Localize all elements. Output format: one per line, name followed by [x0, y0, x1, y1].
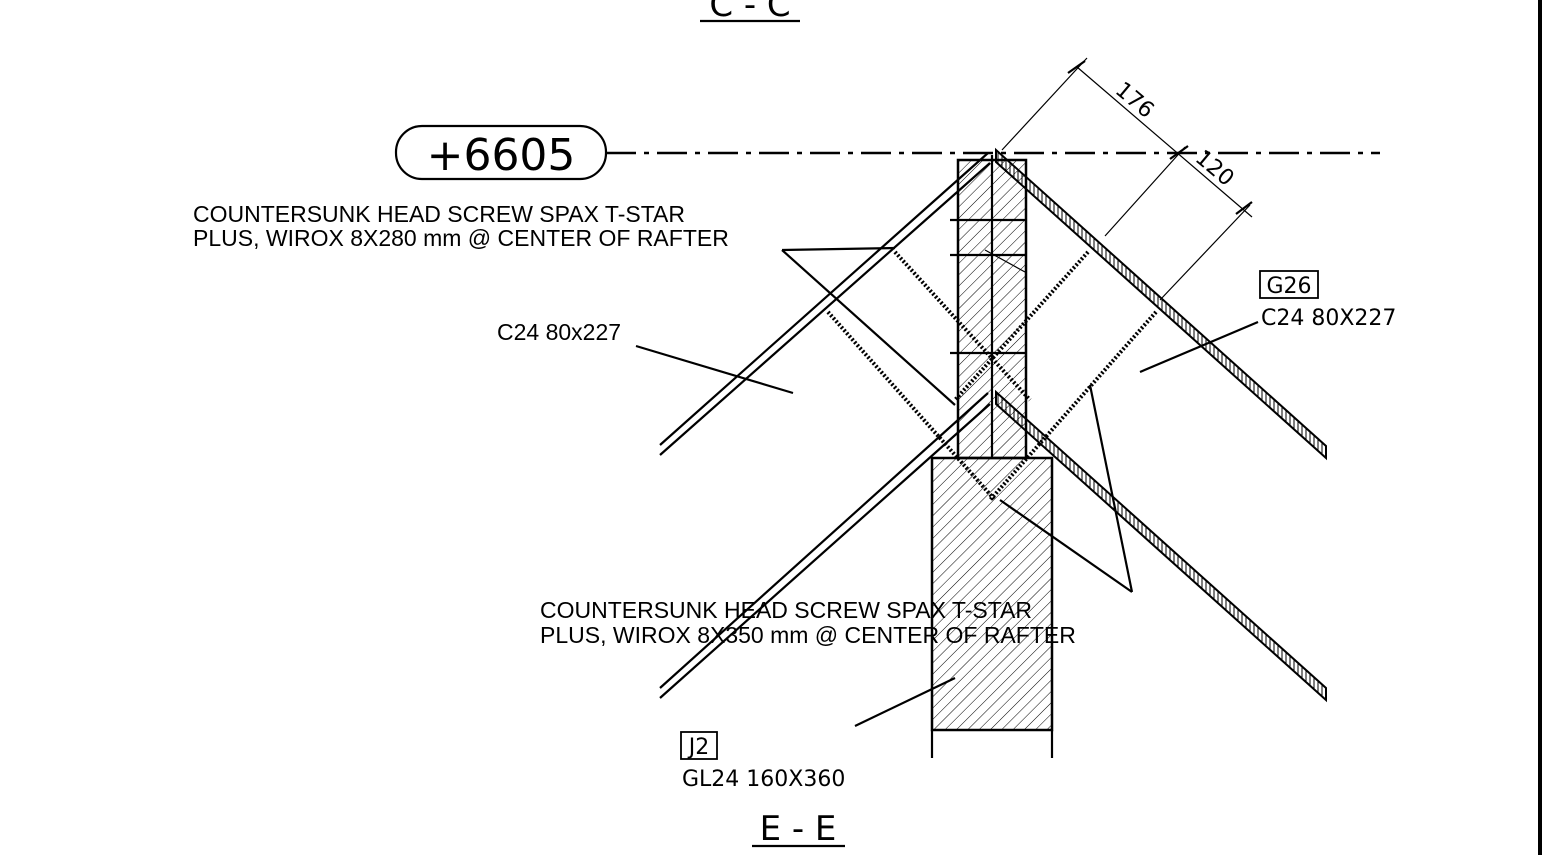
rafter-right-spec: C24 80X227 — [1261, 306, 1396, 331]
glulam-beam — [930, 456, 1054, 732]
leader-lines — [635, 246, 1259, 727]
dimension-lines — [1001, 57, 1253, 301]
rafter-right-tag: G26 — [1266, 274, 1311, 299]
upper-rafter-right — [995, 147, 1327, 461]
beam-spec: GL24 160X360 — [682, 767, 845, 792]
elevation-value: +6605 — [427, 130, 576, 181]
dimension-176: 176 — [1110, 77, 1158, 123]
upper-rafter-left — [659, 152, 991, 456]
lower-screws — [826, 310, 1158, 502]
rafter-left-label: C24 80x227 — [497, 319, 621, 345]
screw-upper-label-line1: COUNTERSUNK HEAD SCREW SPAX T-STAR — [193, 201, 685, 227]
screw-lower-label-line1: COUNTERSUNK HEAD SCREW SPAX T-STAR — [540, 597, 1032, 623]
upper-screws — [893, 249, 1090, 402]
beam-tag-box — [680, 731, 718, 760]
rafter-right-tag-box — [1259, 270, 1319, 299]
section-title-bottom: E - E — [760, 809, 837, 849]
screw-lower-label-line2: PLUS, WIROX 8X350 mm @ CENTER OF RAFTER — [540, 622, 1076, 648]
beam-tag: J2 — [687, 735, 710, 760]
lower-rafter-right — [995, 389, 1327, 703]
screw-upper-label-line2: PLUS, WIROX 8X280 mm @ CENTER OF RAFTER — [193, 225, 729, 251]
lower-rafter-left — [659, 392, 991, 699]
